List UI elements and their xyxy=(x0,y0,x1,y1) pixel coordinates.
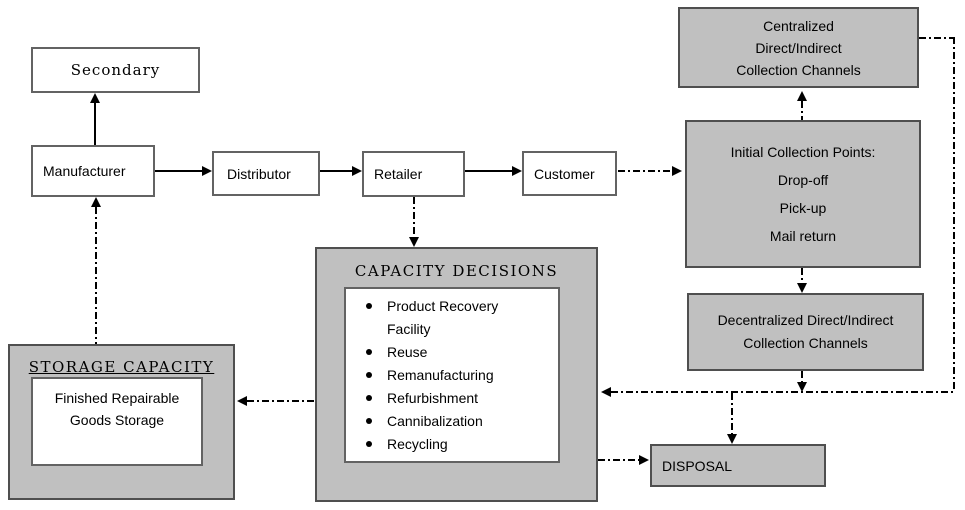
node-initial-collection-points: Initial Collection Points: Drop-off Pick… xyxy=(685,120,921,268)
storage-capacity-inner-label: Finished Repairable Goods Storage xyxy=(54,390,180,428)
arrow-capacity-disposal-head xyxy=(639,455,649,465)
arrow-return-disposal-line xyxy=(731,393,733,434)
arrow-icp-decentralized-line xyxy=(801,268,803,283)
arrow-manufacturer-secondary-line xyxy=(94,101,96,145)
node-retailer: Retailer xyxy=(362,151,465,197)
centralized-line-1: Centralized xyxy=(763,17,834,34)
panel-storage-capacity: STORAGE CAPACITY Finished Repairable Goo… xyxy=(8,344,235,500)
arrow-distributor-retailer-line xyxy=(320,170,352,172)
node-distributor-label: Distributor xyxy=(227,165,291,182)
node-retailer-label: Retailer xyxy=(374,166,423,182)
arrow-capacity-storage-head xyxy=(237,396,247,406)
arrow-capacity-storage-line xyxy=(247,400,315,402)
arrow-storage-manufacturer-line xyxy=(95,207,97,344)
capacity-item: Cannibalization xyxy=(366,410,538,433)
arrow-return-disposal-head xyxy=(727,434,737,444)
arrow-centralized-loop-top-line xyxy=(919,37,955,39)
arrow-capacity-disposal-line xyxy=(598,459,640,461)
node-disposal: DISPOSAL xyxy=(650,444,826,487)
arrow-manufacturer-distributor-head xyxy=(202,166,212,176)
centralized-line-3: Collection Channels xyxy=(736,61,861,78)
decentralized-line-2: Collection Channels xyxy=(743,335,868,351)
node-distributor: Distributor xyxy=(212,151,320,196)
arrow-decentralized-return-line xyxy=(801,371,803,383)
icp-line-2: Drop-off xyxy=(777,172,829,188)
icp-line-4: Mail return xyxy=(769,228,837,244)
node-manufacturer-label: Manufacturer xyxy=(43,163,126,179)
centralized-line-2: Direct/Indirect xyxy=(755,39,842,56)
arrow-manufacturer-distributor-line xyxy=(155,170,202,172)
node-customer-label: Customer xyxy=(534,165,595,182)
storage-capacity-title: STORAGE CAPACITY xyxy=(28,358,215,376)
arrow-icp-centralized-line xyxy=(801,101,803,120)
arrow-icp-decentralized-head xyxy=(797,283,807,293)
icp-line-3: Pick-up xyxy=(779,200,827,216)
capacity-decisions-list: Product Recovery Facility Reuse Remanufa… xyxy=(346,289,538,456)
node-secondary: Secondary xyxy=(31,47,200,93)
storage-capacity-inner-box: Finished Repairable Goods Storage xyxy=(31,377,203,466)
icp-line-1: Initial Collection Points: xyxy=(730,144,876,160)
node-secondary-label: Secondary xyxy=(70,61,161,79)
arrow-return-to-capacity-line xyxy=(611,391,953,393)
arrow-customer-icp-head xyxy=(672,166,682,176)
node-decentralized-channels: Decentralized Direct/Indirect Collection… xyxy=(687,293,924,371)
arrow-icp-centralized-head xyxy=(797,91,807,101)
arrow-decentralized-return-head xyxy=(797,382,807,392)
capacity-item: Refurbishment xyxy=(366,387,538,410)
arrow-retailer-capacity-head xyxy=(409,237,419,247)
arrow-retailer-capacity-line xyxy=(413,197,415,237)
decentralized-line-1: Decentralized Direct/Indirect xyxy=(717,312,894,328)
panel-capacity-decisions: CAPACITY DECISIONS Product Recovery Faci… xyxy=(315,247,598,502)
arrow-customer-icp-line xyxy=(618,170,672,172)
capacity-item: Remanufacturing xyxy=(366,364,538,387)
node-centralized-channels: Centralized Direct/Indirect Collection C… xyxy=(678,7,919,88)
node-disposal-label: DISPOSAL xyxy=(662,457,733,474)
capacity-item: Reuse xyxy=(366,341,538,364)
arrow-return-to-capacity-head xyxy=(601,387,611,397)
capacity-item: Product Recovery Facility xyxy=(366,295,538,341)
arrow-distributor-retailer-head xyxy=(352,166,362,176)
arrow-retailer-customer-line xyxy=(465,170,512,172)
arrow-centralized-loop-right-line xyxy=(953,37,955,392)
node-manufacturer: Manufacturer xyxy=(31,145,155,197)
arrow-manufacturer-secondary-head xyxy=(90,93,100,103)
capacity-item: Recycling xyxy=(366,433,538,456)
node-customer: Customer xyxy=(522,151,617,196)
capacity-decisions-inner-box: Product Recovery Facility Reuse Remanufa… xyxy=(344,287,560,463)
arrow-storage-manufacturer-head xyxy=(91,197,101,207)
arrow-retailer-customer-head xyxy=(512,166,522,176)
capacity-decisions-title: CAPACITY DECISIONS xyxy=(354,262,559,280)
